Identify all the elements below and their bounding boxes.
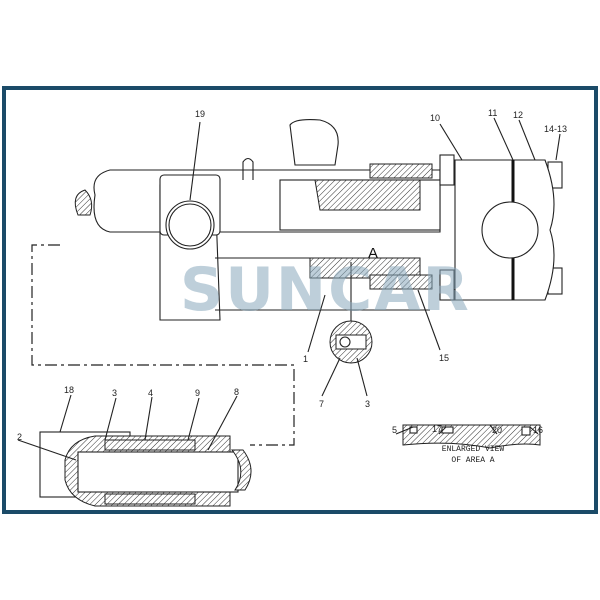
callout-15: 15 (439, 353, 449, 363)
callout-a: A (368, 245, 378, 262)
callout-4: 4 (148, 388, 153, 398)
callout-19: 19 (195, 109, 205, 119)
callout-8: 8 (234, 387, 239, 397)
callout-11: 11 (488, 108, 497, 118)
callout-3: 3 (112, 388, 117, 398)
callout-7: 7 (319, 399, 324, 409)
callout-14-13: 14-13 (544, 124, 567, 134)
coupling-section (17, 431, 252, 507)
callout-20: 20 (492, 425, 502, 435)
split-clamp (439, 154, 563, 301)
callout-16: 16 (533, 425, 543, 435)
callout-10: 10 (430, 113, 440, 123)
callout-12: 12 (513, 110, 523, 120)
enlarged-view-area-a (402, 424, 541, 449)
callout-9: 9 (195, 388, 200, 398)
caption-line-1: ENLARGED VIEW (442, 445, 505, 454)
detail-circle (329, 262, 373, 364)
part-19-ring (165, 200, 215, 250)
watermark: SUNCAR (180, 255, 471, 325)
caption-line-2: OF AREA A (451, 456, 494, 465)
callout-labels: 19 10 11 12 14-13 A 1 15 7 3 18 3 4 9 8 … (17, 108, 567, 465)
callout-17: 17 (432, 424, 442, 434)
callout-2: 2 (17, 432, 22, 442)
leader-lines (59, 117, 561, 451)
main-pipe-assembly (74, 119, 441, 321)
callout-1: 1 (303, 354, 308, 364)
callout-18: 18 (64, 385, 74, 395)
detail-link-line (31, 244, 295, 446)
callout-5: 5 (392, 425, 397, 435)
callout-3-detail: 3 (365, 399, 370, 409)
